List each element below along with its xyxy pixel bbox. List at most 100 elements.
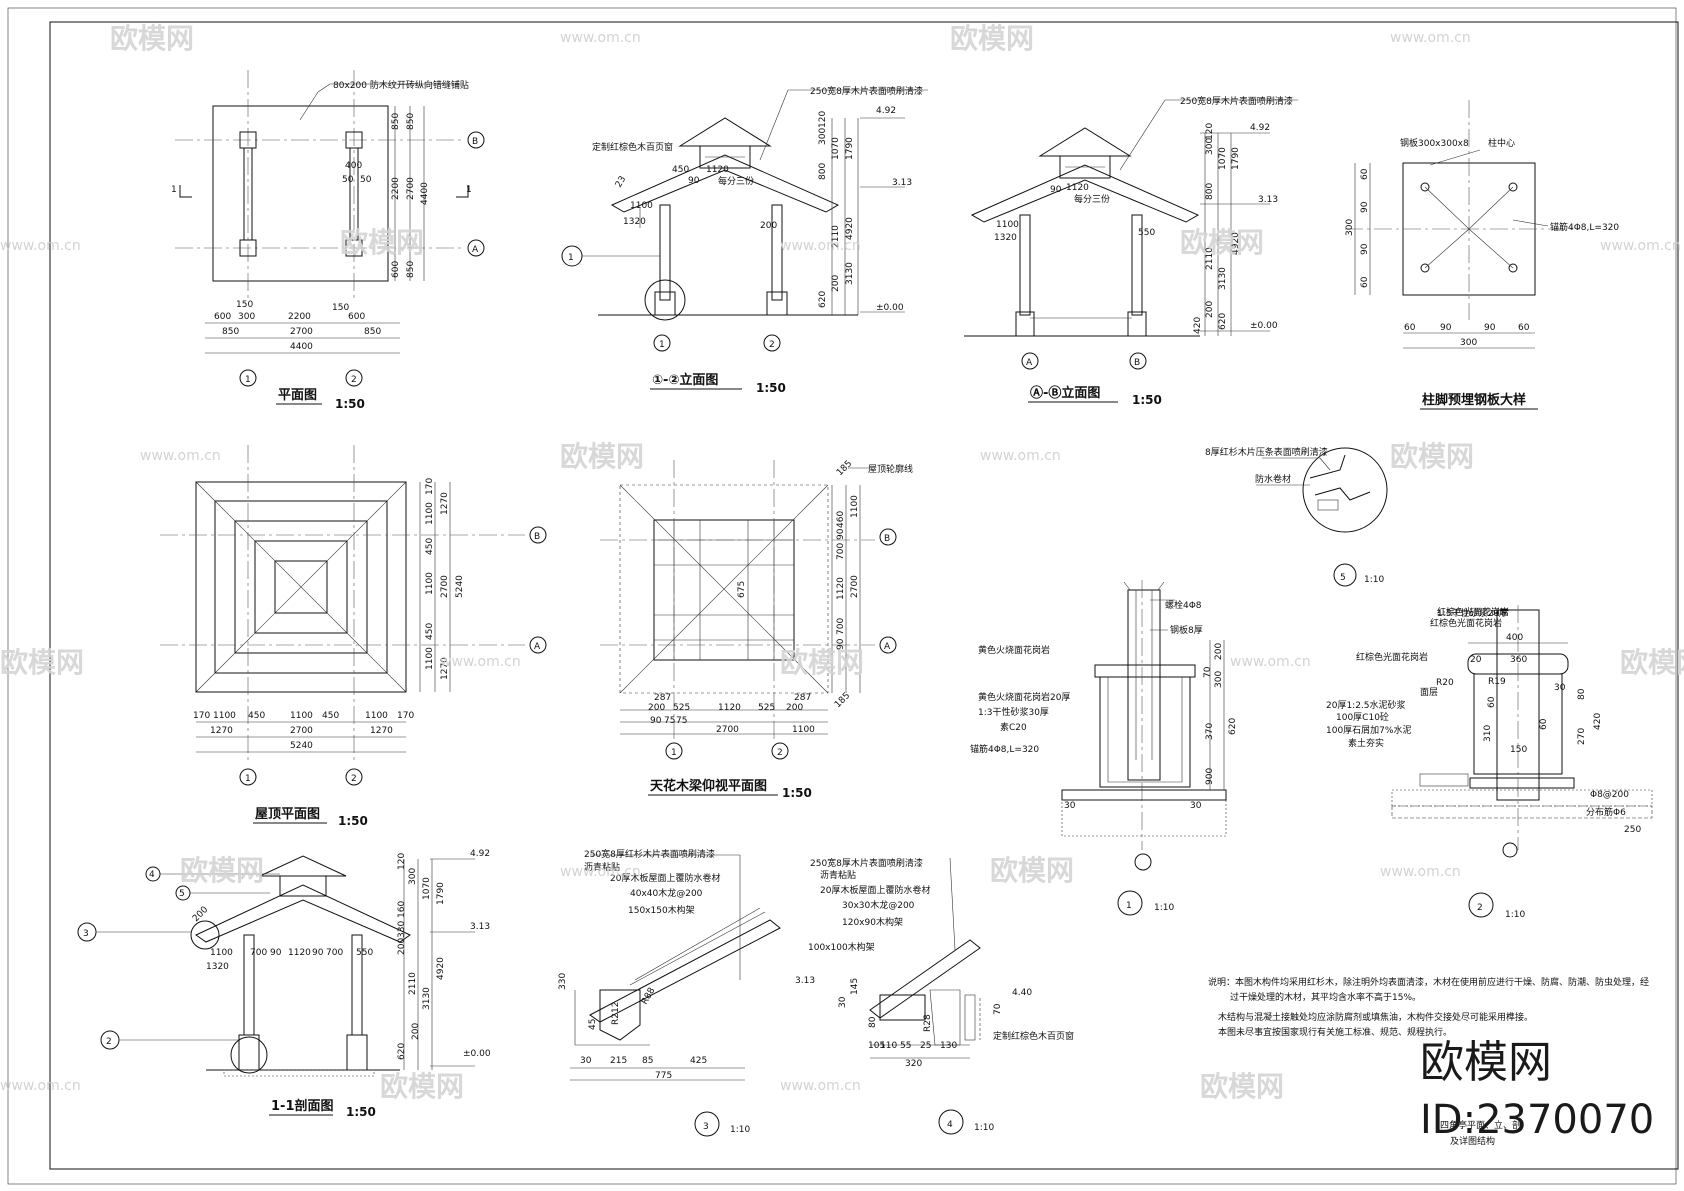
svg-text:70: 70 bbox=[993, 1003, 1003, 1015]
svg-text:螺栓4Φ8: 螺栓4Φ8 bbox=[1165, 599, 1202, 611]
svg-text:145: 145 bbox=[850, 978, 860, 995]
svg-text:3130: 3130 bbox=[422, 987, 432, 1010]
svg-text:每分三份: 每分三份 bbox=[1074, 193, 1110, 205]
svg-text:3: 3 bbox=[703, 1122, 709, 1132]
svg-text:欧模网: 欧模网 bbox=[110, 22, 194, 55]
svg-text:90: 90 bbox=[1360, 243, 1370, 255]
svg-text:柱中心: 柱中心 bbox=[1488, 137, 1515, 149]
svg-text:1320: 1320 bbox=[623, 217, 646, 227]
svg-text:2200: 2200 bbox=[288, 312, 311, 322]
svg-text:1:10: 1:10 bbox=[974, 1123, 994, 1133]
svg-text:120: 120 bbox=[1205, 123, 1215, 140]
svg-text:775: 775 bbox=[655, 1071, 672, 1081]
svg-text:4400: 4400 bbox=[290, 342, 313, 352]
svg-text:120: 120 bbox=[818, 111, 828, 128]
svg-text:3.13: 3.13 bbox=[892, 178, 912, 188]
svg-text:欧模网: 欧模网 bbox=[1390, 440, 1474, 473]
svg-text:1100: 1100 bbox=[365, 711, 388, 721]
svg-text:红棕色光面花岗岩: 红棕色光面花岗岩 bbox=[1356, 651, 1428, 663]
svg-text:屋顶轮廓线: 屋顶轮廓线 bbox=[868, 463, 913, 475]
svg-text:1: 1 bbox=[659, 340, 665, 350]
svg-text:600: 600 bbox=[214, 312, 231, 322]
svg-text:1:50: 1:50 bbox=[338, 814, 368, 828]
svg-text:www.om.cn: www.om.cn bbox=[780, 238, 861, 254]
svg-text:1100: 1100 bbox=[792, 725, 815, 735]
svg-text:R19: R19 bbox=[1488, 677, 1506, 687]
svg-text:1:3干性砂浆30厚: 1:3干性砂浆30厚 bbox=[978, 706, 1049, 718]
svg-text:1: 1 bbox=[568, 253, 574, 263]
svg-text:420: 420 bbox=[1193, 317, 1203, 334]
svg-text:2: 2 bbox=[777, 748, 783, 758]
svg-text:60: 60 bbox=[1360, 276, 1370, 288]
svg-text:525: 525 bbox=[758, 703, 775, 713]
svg-text:4.92: 4.92 bbox=[470, 849, 490, 859]
svg-text:B: B bbox=[1134, 358, 1140, 368]
ceiling-title: 天花木梁仰视平面图 bbox=[650, 778, 767, 794]
svg-text:8厚红杉木片压条表面喷刷清漆: 8厚红杉木片压条表面喷刷清漆 bbox=[1205, 446, 1328, 458]
svg-text:黄色火烧面花岗岩20厚: 黄色火烧面花岗岩20厚 bbox=[978, 691, 1070, 703]
svg-text:60: 60 bbox=[1487, 696, 1497, 708]
steel-plate-detail: 钢板300x300x8 柱中心 锚筋4Φ8,L=320 60 90 90 60 … bbox=[1345, 100, 1619, 410]
svg-text:5240: 5240 bbox=[290, 741, 313, 751]
svg-text:木结构与混凝土接触处均应涂防腐剂或填焦油，木构件交接处尽可能: 木结构与混凝土接触处均应涂防腐剂或填焦油，木构件交接处尽可能采用榫接。 bbox=[1218, 1011, 1533, 1023]
svg-text:525: 525 bbox=[673, 703, 690, 713]
svg-text:欧模网: 欧模网 bbox=[1180, 226, 1264, 259]
corner-watermark: 欧模网 ID:2370070 bbox=[1420, 1037, 1654, 1143]
svg-text:550: 550 bbox=[1138, 228, 1155, 238]
svg-text:250: 250 bbox=[1624, 825, 1641, 835]
svg-text:850: 850 bbox=[222, 327, 239, 337]
svg-text:3.13: 3.13 bbox=[1258, 195, 1278, 205]
svg-text:300: 300 bbox=[1214, 671, 1224, 688]
svg-text:45: 45 bbox=[588, 1019, 598, 1030]
elev12-title: ①-②立面图 bbox=[652, 372, 718, 388]
svg-text:370: 370 bbox=[1205, 723, 1215, 740]
svg-text:1: 1 bbox=[466, 185, 472, 195]
svg-text:120x90木构架: 120x90木构架 bbox=[842, 916, 903, 928]
svg-text:分布筋Φ6: 分布筋Φ6 bbox=[1586, 806, 1626, 818]
svg-text:1070: 1070 bbox=[422, 877, 432, 900]
svg-text:1070: 1070 bbox=[1218, 147, 1228, 170]
svg-text:310: 310 bbox=[1483, 725, 1493, 742]
svg-text:400: 400 bbox=[345, 161, 362, 171]
svg-text:1:50: 1:50 bbox=[782, 786, 812, 800]
svg-text:1790: 1790 bbox=[1231, 147, 1241, 170]
svg-text:1:50: 1:50 bbox=[335, 397, 365, 411]
svg-text:本图未尽事宜按国家现行有关施工标准、规范、规程执行。: 本图未尽事宜按国家现行有关施工标准、规范、规程执行。 bbox=[1218, 1026, 1452, 1038]
svg-text:4400: 4400 bbox=[420, 182, 430, 205]
svg-text:90: 90 bbox=[1440, 323, 1452, 333]
svg-text:1100: 1100 bbox=[850, 495, 860, 518]
roof-title: 屋顶平面图 bbox=[255, 807, 320, 822]
svg-text:1320: 1320 bbox=[206, 962, 229, 972]
svg-text:1320: 1320 bbox=[994, 233, 1017, 243]
svg-text:A: A bbox=[534, 642, 541, 652]
svg-text:素C20: 素C20 bbox=[1000, 721, 1027, 733]
svg-text:钢板300x300x8: 钢板300x300x8 bbox=[1400, 137, 1469, 149]
svg-text:2700: 2700 bbox=[290, 327, 313, 337]
svg-text:1120: 1120 bbox=[1066, 183, 1089, 193]
svg-text:钢板8厚: 钢板8厚 bbox=[1170, 624, 1203, 636]
svg-text:90: 90 bbox=[270, 948, 282, 958]
svg-text:200: 200 bbox=[397, 938, 407, 955]
plate-title: 柱脚预埋钢板大样 bbox=[1422, 392, 1526, 408]
svg-text:定制红棕色木百页窗: 定制红棕色木百页窗 bbox=[993, 1030, 1074, 1042]
svg-text:60: 60 bbox=[1360, 168, 1370, 180]
svg-text:20厚1:2.5水泥砂浆: 20厚1:2.5水泥砂浆 bbox=[1326, 699, 1406, 711]
svg-text:300: 300 bbox=[818, 128, 828, 145]
svg-text:过干燥处理的木材，其平均含水率不高于15%。: 过干燥处理的木材，其平均含水率不高于15%。 bbox=[1230, 991, 1421, 1003]
svg-text:欧模网: 欧模网 bbox=[380, 1070, 464, 1103]
svg-text:R28: R28 bbox=[923, 1014, 933, 1032]
svg-text:120: 120 bbox=[397, 853, 407, 870]
svg-text:1:50: 1:50 bbox=[346, 1105, 376, 1119]
svg-text:100x100木构架: 100x100木构架 bbox=[808, 941, 875, 953]
svg-text:4.92: 4.92 bbox=[876, 106, 896, 116]
svg-text:欧模网: 欧模网 bbox=[990, 854, 1074, 887]
svg-text:30: 30 bbox=[838, 996, 848, 1008]
svg-text:50: 50 bbox=[360, 175, 372, 185]
ceiling-beam-plan: 屋顶轮廓线 460 90 700 1120 700 90 2700 1100 1… bbox=[600, 459, 913, 800]
svg-text:1070: 1070 bbox=[831, 137, 841, 160]
svg-text:B: B bbox=[884, 534, 890, 544]
svg-text:2700: 2700 bbox=[406, 177, 416, 200]
svg-text:300: 300 bbox=[408, 868, 418, 885]
detail-3: 250宽8厚红杉木片表面喷刷清漆 沥青粘贴 20厚木板屋面上覆防水卷材 40x4… bbox=[558, 848, 815, 1137]
svg-text:287: 287 bbox=[794, 693, 811, 703]
